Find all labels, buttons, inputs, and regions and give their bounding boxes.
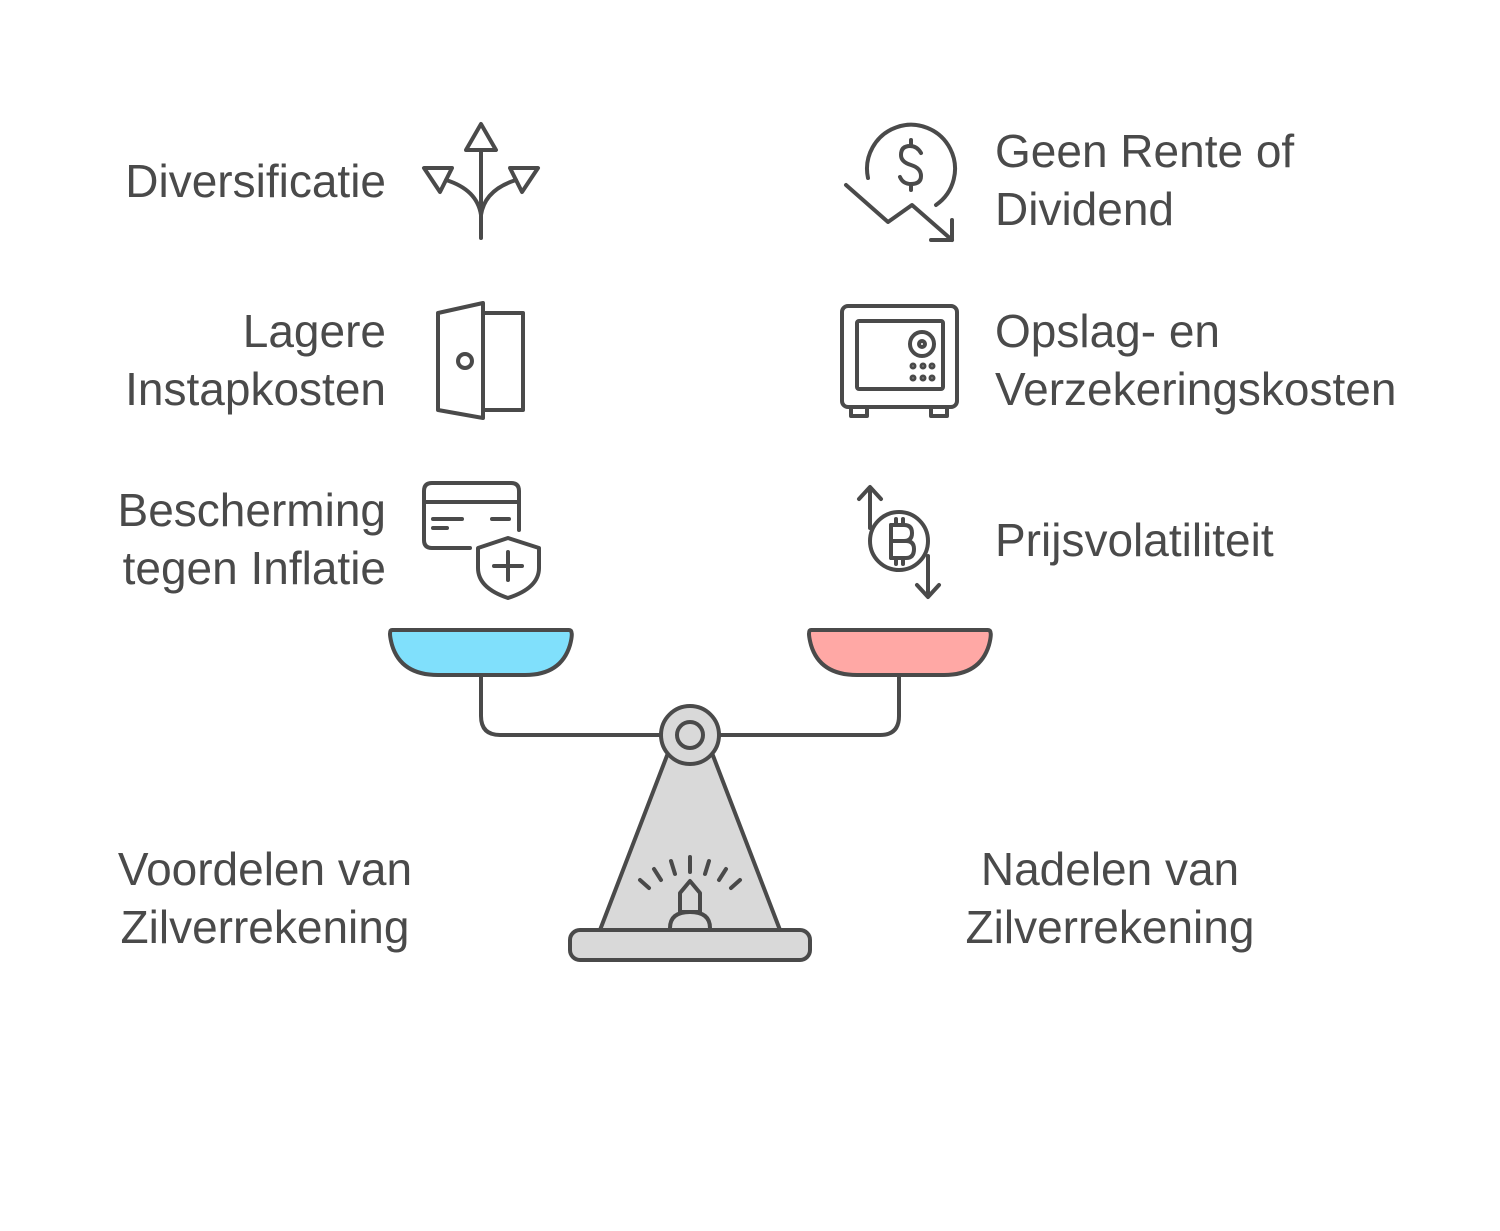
dollar-decline-icon bbox=[844, 122, 958, 242]
advantages-title-line: Zilverrekening bbox=[120, 901, 410, 953]
advantage-label-line: tegen Inflatie bbox=[122, 542, 386, 594]
disadvantage-label-prijsvolatiliteit: Prijsvolatiliteit bbox=[995, 511, 1274, 569]
disadvantage-label-line: Dividend bbox=[995, 183, 1174, 235]
split-arrows-icon bbox=[422, 122, 540, 240]
advantage-label-line: Instapkosten bbox=[125, 363, 386, 415]
card-shield-icon bbox=[422, 481, 541, 600]
advantages-title-line: Voordelen van bbox=[117, 843, 413, 895]
disadvantages-pan bbox=[807, 628, 993, 677]
disadvantages-title-line: Nadelen van bbox=[980, 843, 1240, 895]
advantage-label-line: Bescherming bbox=[117, 484, 386, 536]
bitcoin-volatility-icon bbox=[857, 485, 941, 599]
scale-pivot-inner bbox=[675, 720, 705, 750]
advantage-label-diversificatie: Diversificatie bbox=[125, 152, 386, 210]
disadvantage-label-line: Prijsvolatiliteit bbox=[995, 514, 1274, 566]
advantage-label-line: Diversificatie bbox=[125, 155, 386, 207]
gauge-hub bbox=[668, 910, 712, 930]
advantage-label-bescherming: Bescherming tegen Inflatie bbox=[118, 481, 386, 597]
gauge-ticks bbox=[638, 855, 742, 890]
advantage-label-line: Lagere bbox=[242, 305, 386, 357]
open-door-icon bbox=[436, 301, 525, 420]
disadvantages-title-line: Zilverrekening bbox=[965, 901, 1255, 953]
advantages-pan bbox=[388, 628, 574, 677]
disadvantage-label-geen-rente: Geen Rente of Dividend bbox=[995, 122, 1294, 238]
safe-icon bbox=[840, 304, 959, 418]
advantage-label-lagere-instapkosten: Lagere Instapkosten bbox=[125, 302, 386, 418]
disadvantage-label-line: Geen Rente of bbox=[995, 125, 1295, 177]
disadvantages-title: Nadelen van Zilverrekening bbox=[925, 840, 1295, 956]
disadvantage-label-line: Verzekeringskosten bbox=[995, 363, 1397, 415]
balance-scale bbox=[388, 628, 993, 962]
scale-base bbox=[568, 928, 812, 962]
disadvantage-label-opslag: Opslag- en Verzekeringskosten bbox=[995, 302, 1396, 418]
disadvantage-label-line: Opslag- en bbox=[995, 305, 1221, 357]
advantages-title: Voordelen van Zilverrekening bbox=[80, 840, 450, 956]
